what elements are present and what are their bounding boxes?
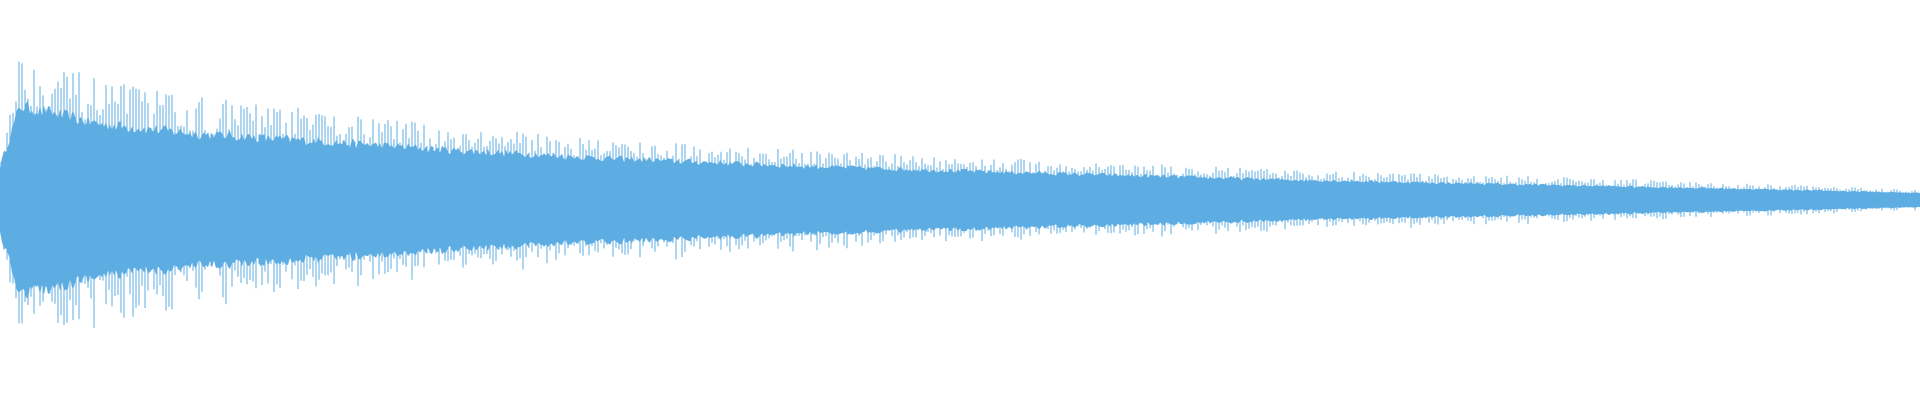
- waveform-peaks: [0, 61, 1919, 328]
- waveform-core: [0, 100, 1920, 300]
